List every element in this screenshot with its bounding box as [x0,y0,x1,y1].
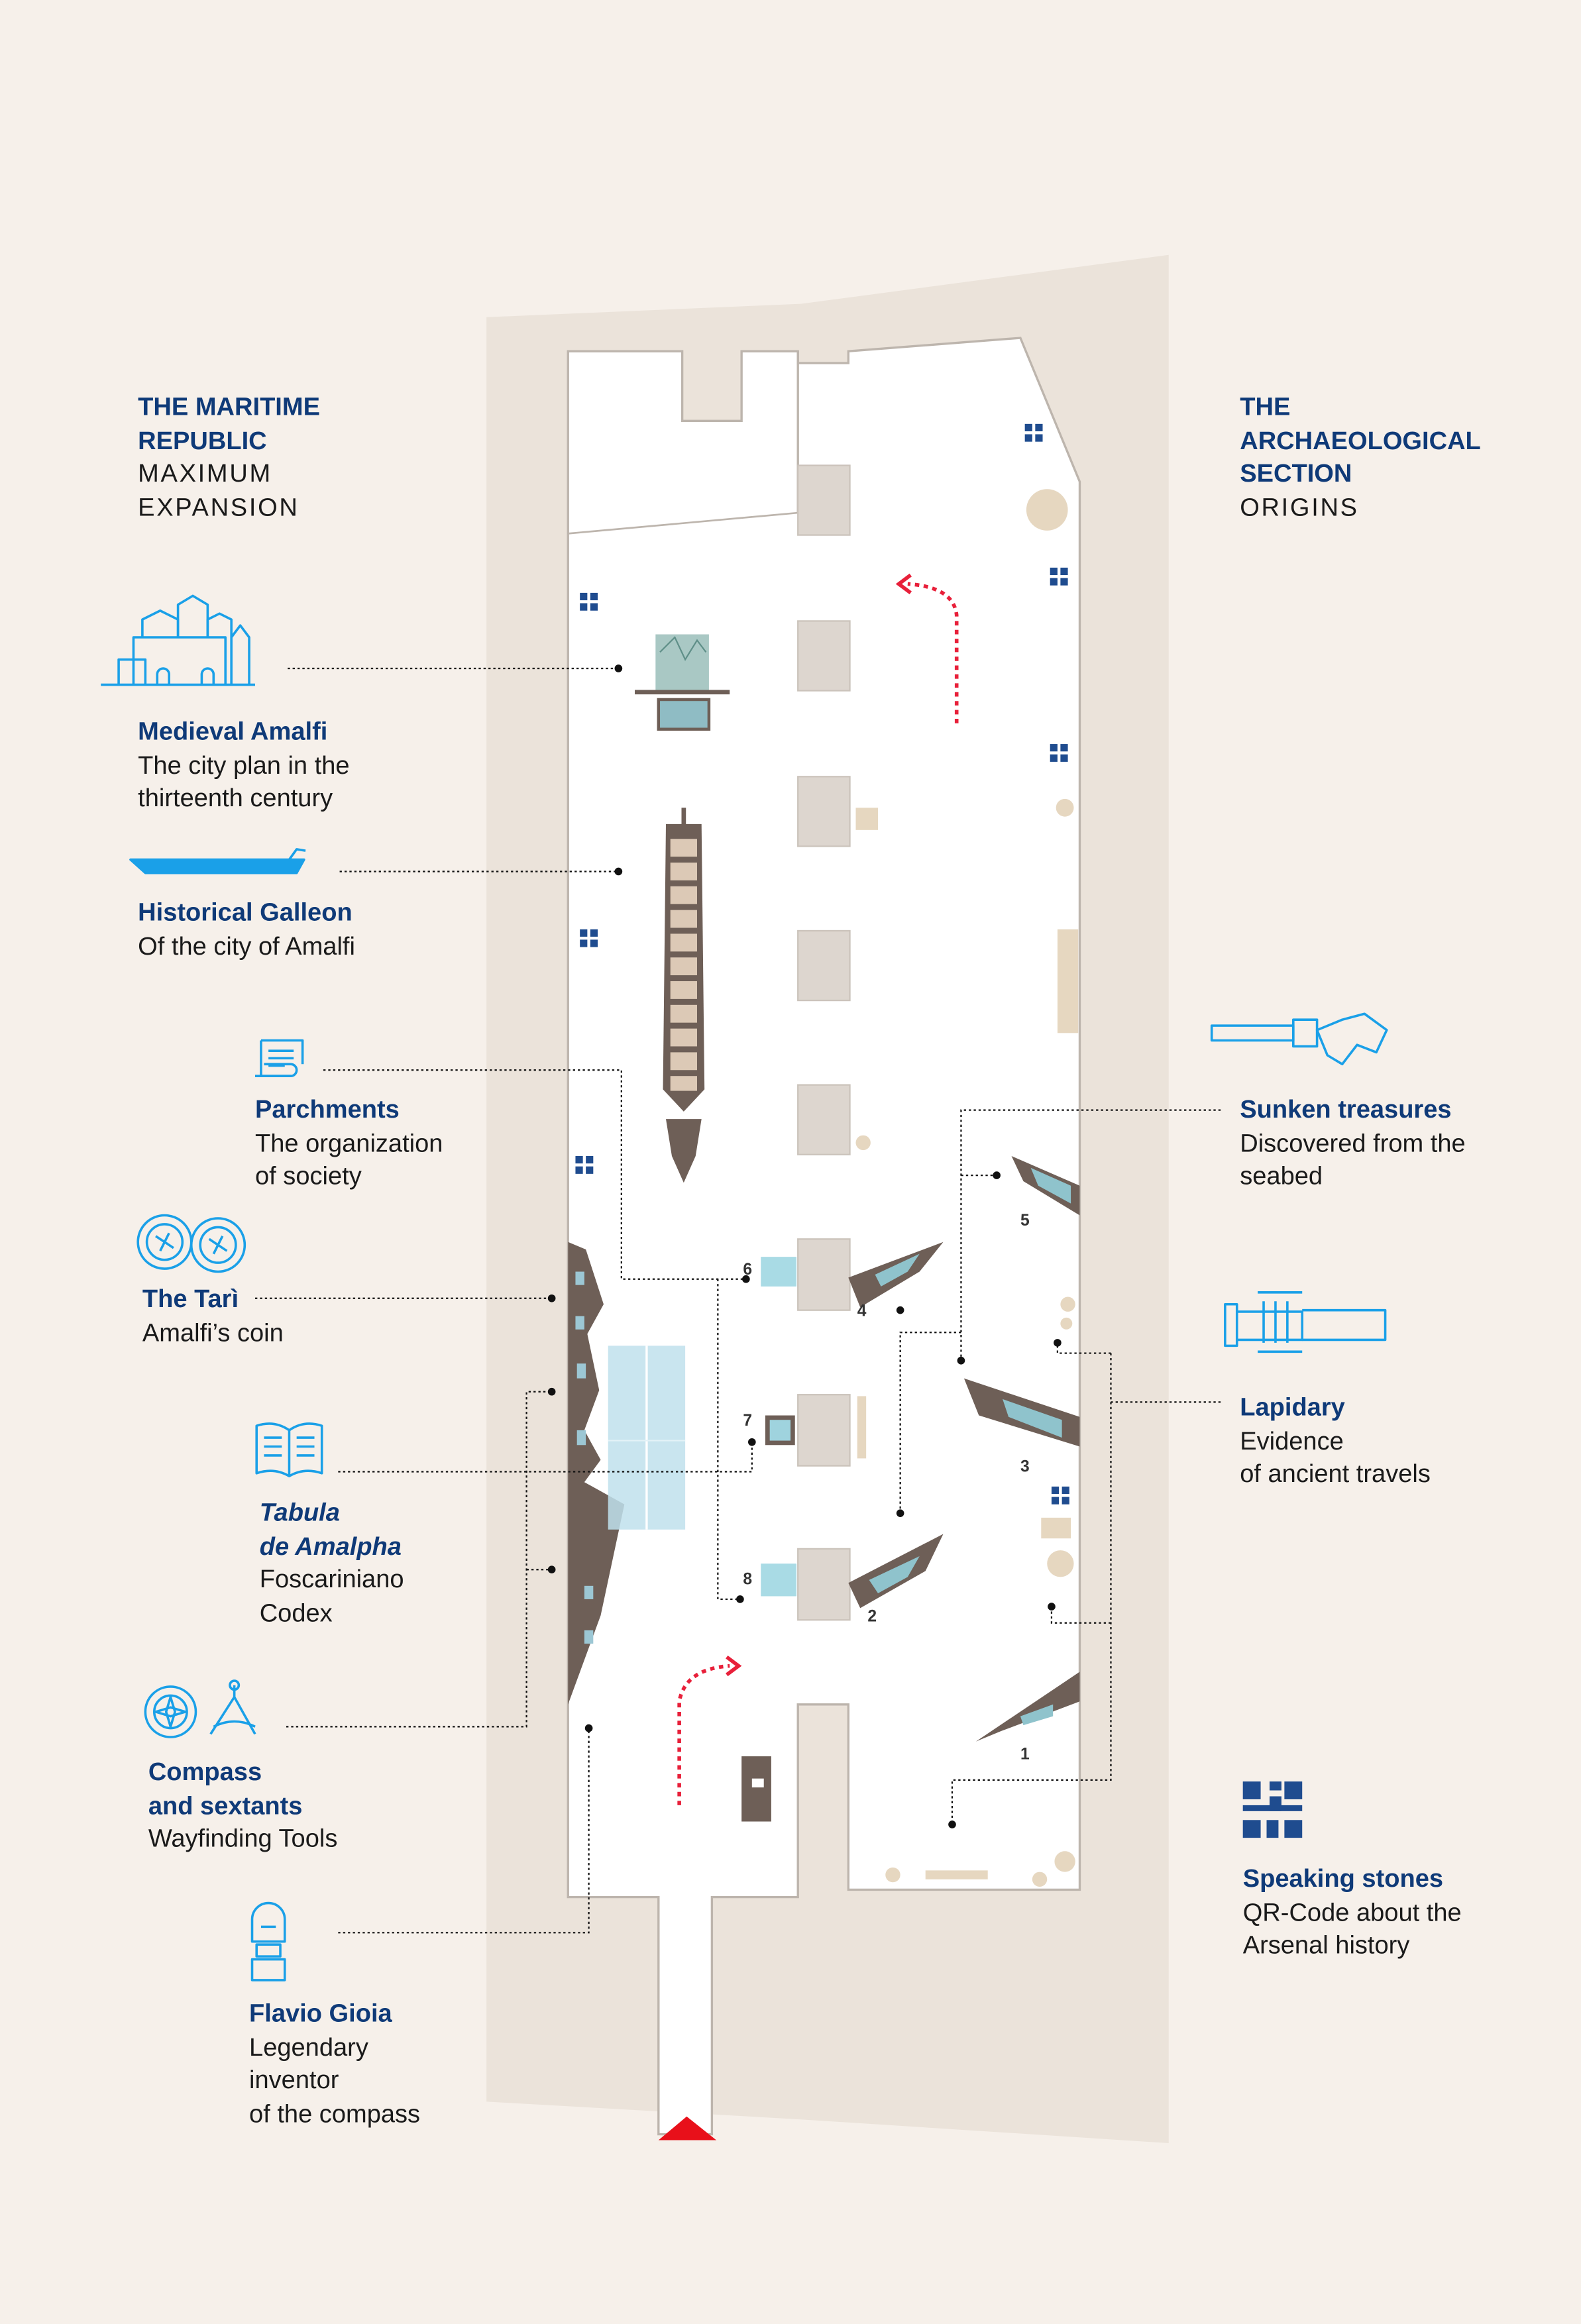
exhibit-desc: of the compass [249,2099,421,2128]
exhibit-title: de Amalpha [259,1532,402,1560]
exhibit-title: Speaking stones [1242,1864,1444,1893]
section-title: REPUBLIC [138,426,267,454]
artifacts [855,489,1079,1887]
route-arrow-entry [677,1664,730,1805]
exhibit-title: Medieval Amalfi [138,717,328,746]
exhibit-parchments: Parchments The organization of society [255,1094,443,1194]
exhibit-title: Historical Galleon [138,898,353,927]
exhibit-desc: seabed [1240,1161,1323,1190]
exhibit-desc: Foscariniano [259,1565,404,1593]
section-archaeological: THE ARCHAEOLOGICAL SECTION ORIGINS [1240,392,1481,525]
exhibit-desc: Arsenal history [1242,1931,1410,1960]
exhibit-title: Flavio Gioia [249,1999,392,2028]
case-number-3: 3 [1020,1458,1030,1476]
exhibit-tari: The Tarì Amalfi’s coin [142,1283,284,1350]
exhibit-desc: Of the city of Amalfi [138,931,355,960]
section-subtitle: EXPANSION [138,492,300,521]
exhibit-galleon: Historical Galleon Of the city of Amalfi [138,897,355,964]
exhibit-title: Compass [148,1758,262,1786]
exhibit-desc: The organization [254,1128,443,1157]
book-icon [255,1422,323,1478]
glass-floor [608,1346,686,1530]
exhibit-title: Sunken treasures [1240,1095,1452,1124]
exhibit-title: Tabula [259,1498,340,1527]
exhibit-desc: Codex [259,1598,333,1627]
column-icon [1224,1291,1387,1353]
exhibit-speaking-stones: Speaking stones QR-Code about the Arsena… [1243,1863,1462,1963]
exhibit-title: The Tarì [142,1285,239,1314]
exhibit-desc: thirteenth century [138,784,333,812]
exhibit-compass: Compass and sextants Wayfinding Tools [148,1756,338,1856]
section-subtitle: ORIGINS [1240,492,1359,521]
exhibit-lapidary: Lapidary Evidence of ancient travels [1240,1392,1431,1492]
leader-lines [254,667,1221,1934]
exhibit-desc: Evidence [1240,1426,1344,1455]
city-model-display [634,634,730,731]
section-maritime-republic: THE MARITIME REPUBLIC MAXIMUM EXPANSION [138,392,320,525]
section-title: SECTION [1240,459,1352,488]
exhibit-desc: Discovered from the [1240,1128,1466,1157]
exhibit-desc: of ancient travels [1240,1459,1431,1489]
showcases [741,1156,1080,1822]
section-title: ARCHAEOLOGICAL [1240,426,1481,454]
pillars [797,464,851,1621]
exhibit-desc: Wayfinding Tools [148,1824,338,1853]
exhibit-tabula: Tabula de Amalpha Foscariniano Codex [260,1497,404,1630]
exhibit-flavio-gioia: Flavio Gioia Legendary inventor of the c… [249,1998,420,2131]
scroll-icon [254,1039,304,1077]
route-arrowhead-left [895,573,912,595]
exhibit-desc: of society [254,1161,362,1190]
route-arrow-up [907,582,959,723]
compass-sextant-icon [144,1679,256,1738]
case-number-4: 4 [857,1302,867,1320]
exhibit-title: Lapidary [1240,1393,1345,1422]
section-title: THE MARITIME [138,392,320,421]
exhibit-desc: Amalfi’s coin [142,1318,284,1347]
exhibit-title: and sextants [148,1791,303,1820]
case-number-6: 6 [743,1261,752,1279]
amphora-icon [1210,1012,1388,1066]
entrance-marker [658,2116,717,2140]
case-number-1: 1 [1020,1746,1030,1764]
exhibit-medieval-amalfi: Medieval Amalfi The city plan in the thi… [138,716,349,816]
bust-icon [250,1901,286,1981]
qr-code-icon [1242,1781,1303,1838]
city-icon [101,594,255,686]
wall-display-case [568,1241,625,1705]
galleon-icon [129,848,306,874]
qr-markers [575,423,1069,1505]
section-subtitle: MAXIMUM [138,459,272,488]
case-number-5: 5 [1020,1212,1030,1230]
case-number-7: 7 [743,1412,752,1430]
galleon-model [663,808,705,1183]
exhibit-desc: The city plan in the [138,751,350,779]
exhibit-desc: QR-Code about the [1242,1897,1462,1927]
exhibit-desc: inventor [249,2066,339,2095]
leader-dots [547,664,1062,1828]
coins-icon [136,1214,246,1273]
case-number-8: 8 [743,1571,752,1589]
route-arrowhead-right [726,1655,742,1677]
section-title: THE [1240,392,1291,421]
exhibit-title: Parchments [254,1095,400,1124]
exhibit-desc: Legendary [249,2033,368,2061]
exhibit-sunken-treasures: Sunken treasures Discovered from the sea… [1240,1094,1466,1194]
case-number-2: 2 [867,1608,877,1626]
